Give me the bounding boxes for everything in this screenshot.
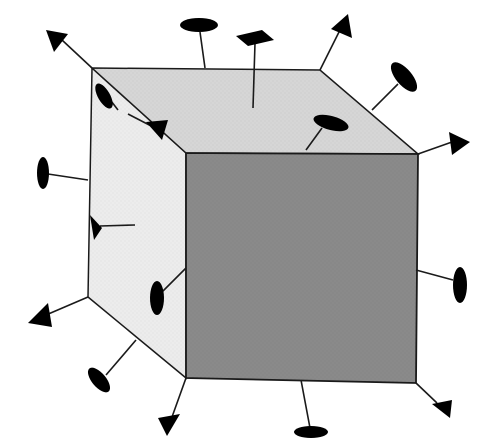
ellipse-marker-icon [453,267,467,303]
stem [200,32,205,68]
triangle-arrowhead-icon [46,30,68,52]
ellipse-marker-icon [150,281,164,315]
front-face-grain [186,153,418,383]
ellipse-marker-icon [180,18,218,32]
ellipse-marker-icon [84,364,114,396]
stem [416,270,453,280]
stem [46,297,88,315]
stem [301,380,310,428]
stem [320,32,339,70]
stem [106,340,136,375]
diamond-markers [236,30,274,46]
ellipse-marker-icon [37,157,49,189]
stem [48,174,88,180]
stem [172,378,186,417]
triangle-arrowhead-icon [331,14,352,38]
cube [88,68,418,383]
triangle-arrowhead-icon [158,414,180,436]
diamond-marker-icon [236,30,274,46]
stem [62,40,92,68]
stem [100,225,135,226]
stem [416,383,437,403]
triangle-arrowhead-icon [28,303,52,327]
triangle-arrowhead-icon [432,400,452,418]
triangle-arrowhead-icon [449,132,470,155]
stem [418,142,452,154]
stem [372,84,398,110]
ellipse-marker-icon [294,426,328,438]
